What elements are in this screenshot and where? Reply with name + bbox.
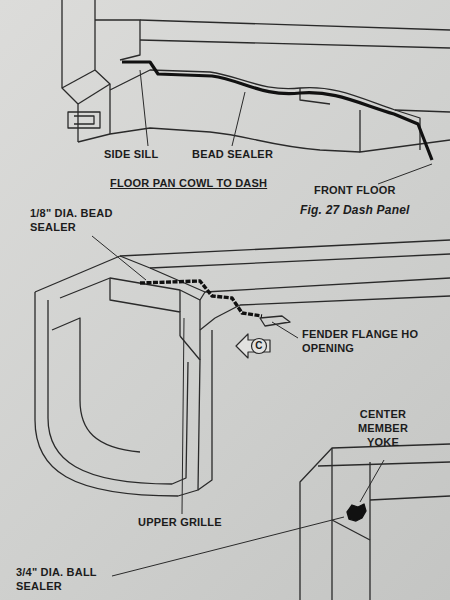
part-label: CENTER MEMBER YOKE [345, 408, 421, 449]
floor-pan-illustration [62, 0, 450, 152]
figure-title: Fig. 27 Dash Panel [300, 203, 445, 218]
part-label: FRONT FLOOR [314, 184, 424, 198]
upper-grille-illustration [35, 240, 450, 496]
part-label: 1/8" DIA. BEAD SEALER [30, 207, 130, 235]
bead-sealer [140, 281, 262, 316]
part-label: FENDER FLANGE HO OPENING [302, 328, 420, 356]
leader-line [140, 70, 432, 184]
leader-line [112, 460, 384, 576]
part-label: BEAD SEALER [192, 148, 292, 162]
part-label: SIDE SILL [104, 148, 184, 162]
bead-sealer [122, 62, 432, 160]
part-label: 3/4" DIA. BALL SEALER [16, 566, 120, 594]
callout-letter: C [254, 340, 264, 353]
part-label: UPPER GRILLE [138, 516, 248, 530]
leader-line [92, 236, 298, 514]
callout-arrow [236, 334, 270, 358]
ball-sealer [347, 504, 366, 521]
part-label: FLOOR PAN COWL TO DASH [110, 177, 300, 191]
